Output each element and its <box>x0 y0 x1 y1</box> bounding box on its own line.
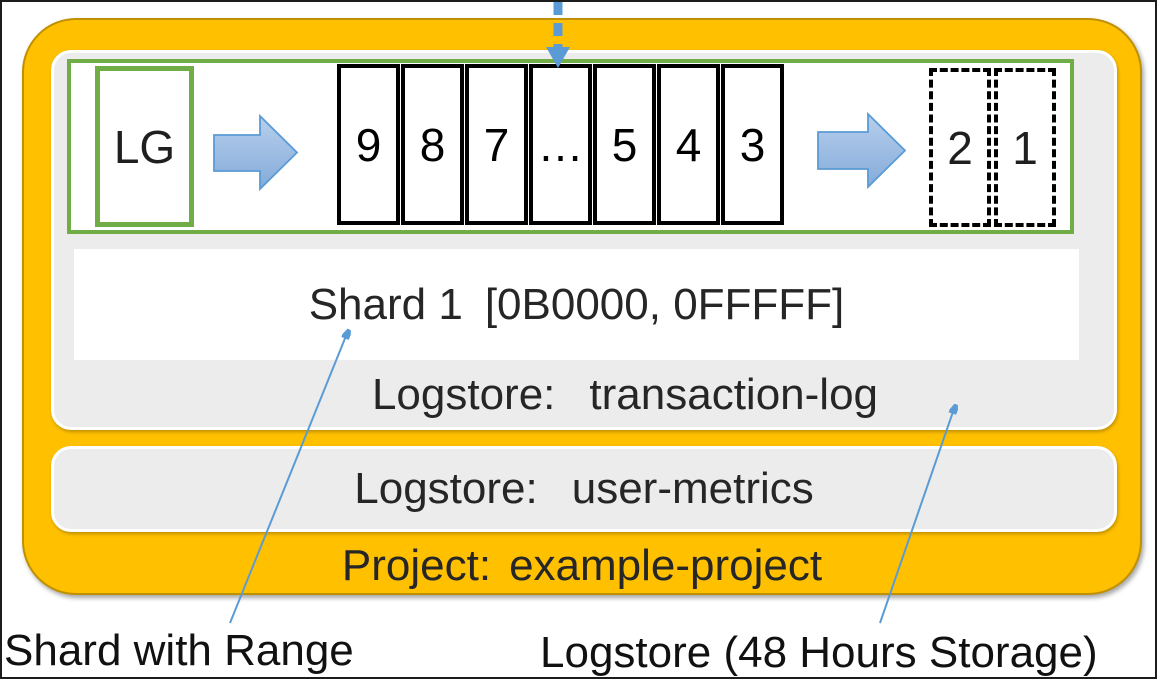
log-block-label: 8 <box>419 118 446 171</box>
log-block: 5 <box>593 64 656 225</box>
lg-box: LG <box>95 66 194 227</box>
logstore-name: transaction-log <box>589 370 879 419</box>
shard-bar: Shard 1 [0B0000, 0FFFFF] <box>74 249 1079 360</box>
log-block-label: 9 <box>355 118 382 171</box>
shard-block-dashed: 2 <box>929 68 991 227</box>
logstore-transaction-log-line: Logstore: transaction-log <box>49 366 1115 424</box>
log-block: 9 <box>337 64 400 225</box>
dashed-blocks-row: 2 1 <box>929 68 1056 227</box>
lg-label: LG <box>113 120 176 173</box>
log-block-label: 3 <box>739 118 766 171</box>
dashed-block-label: 1 <box>1012 121 1038 174</box>
log-block: 3 <box>721 64 784 225</box>
log-block-label: 5 <box>611 118 638 171</box>
project-label: Project: <box>341 541 492 590</box>
log-block-label: 4 <box>675 118 702 171</box>
flow-arrow-icon <box>213 114 299 191</box>
log-block: 4 <box>657 64 720 225</box>
pipeline-strip: LG 9 8 7 … 5 4 3 2 1 <box>67 59 1074 234</box>
caption-logstore-storage: Logstore (48 Hours Storage) <box>540 628 1098 677</box>
caption-shard-with-range: Shard with Range <box>4 626 354 675</box>
logstore-user-metrics-line: Logstore: user-metrics <box>354 464 814 514</box>
logstore-label: Logstore: <box>354 464 538 513</box>
dashed-block-label: 2 <box>947 121 973 174</box>
log-block-label: 7 <box>483 118 510 171</box>
flow-arrow-icon <box>817 112 907 189</box>
shard-block-dashed: 1 <box>994 68 1056 227</box>
logstore-user-metrics-box: Logstore: user-metrics <box>51 446 1117 532</box>
log-blocks-row: 9 8 7 … 5 4 3 <box>337 64 785 225</box>
log-block-label: … <box>537 118 584 171</box>
ellipsis-block: … <box>529 64 592 225</box>
project-name: example-project <box>509 541 823 590</box>
project-title-line: Project: example-project <box>22 536 1142 596</box>
log-block: 7 <box>465 64 528 225</box>
logstore-name: user-metrics <box>571 464 814 513</box>
logstore-label: Logstore: <box>371 370 556 419</box>
shard-name: Shard 1 <box>308 279 463 329</box>
shard-range: [0B0000, 0FFFFF] <box>484 279 845 329</box>
log-block: 8 <box>401 64 464 225</box>
